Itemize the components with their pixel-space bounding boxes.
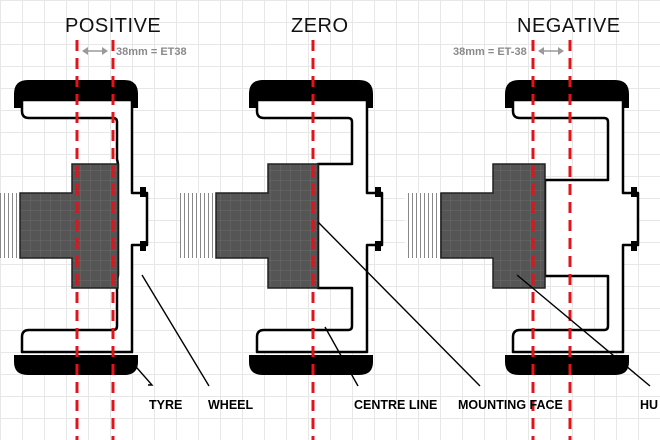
zero-hub <box>215 163 319 289</box>
centre-line-leader <box>324 326 359 387</box>
zero-wheel-stud-bottom <box>375 241 381 251</box>
negative-wheel <box>511 98 640 354</box>
mounting-face-leader <box>317 221 481 387</box>
positive-measure-arrow <box>82 47 108 55</box>
positive-title: POSITIVE <box>65 15 161 37</box>
positive-wheel <box>20 98 149 354</box>
negative-hub <box>440 163 546 289</box>
positive-measurement: 38mm = ET38 <box>116 46 187 58</box>
negative-measurement: 38mm = ET-38 <box>453 46 527 58</box>
negative-tyre-bottom <box>505 355 629 375</box>
negative-measure-arrow <box>538 47 564 55</box>
positive-wheel-stud-bottom <box>140 241 146 251</box>
mounting-face-label: MOUNTING FACE <box>458 398 563 412</box>
zero-hub-thread <box>180 193 216 258</box>
centre-line-label: CENTRE LINE <box>354 398 437 412</box>
positive-panel: POSITIVE 38mm = ET38 <box>0 15 187 440</box>
positive-wheel-stud-top <box>140 187 146 197</box>
leader-lines <box>129 221 651 387</box>
tyre-label: TYRE <box>149 398 182 412</box>
zero-tyre-bottom <box>249 355 373 375</box>
positive-hub-thread <box>0 193 20 258</box>
positive-hub <box>19 163 119 289</box>
negative-hub-thread <box>405 193 441 258</box>
zero-wheel-stud-top <box>375 187 381 197</box>
hub-label: HU <box>640 398 658 412</box>
negative-wheel-stud-bottom <box>631 241 637 251</box>
negative-title: NEGATIVE <box>517 15 621 37</box>
negative-panel: NEGATIVE 38mm = ET-38 <box>405 15 640 440</box>
negative-wheel-stud-top <box>631 187 637 197</box>
zero-title: ZERO <box>291 15 349 37</box>
tyre-leader <box>129 359 154 386</box>
wheel-leader <box>141 274 210 387</box>
hub-leader <box>516 274 651 387</box>
zero-wheel <box>255 98 384 354</box>
wheel-label: WHEEL <box>208 398 254 412</box>
zero-panel: ZERO <box>180 15 384 440</box>
